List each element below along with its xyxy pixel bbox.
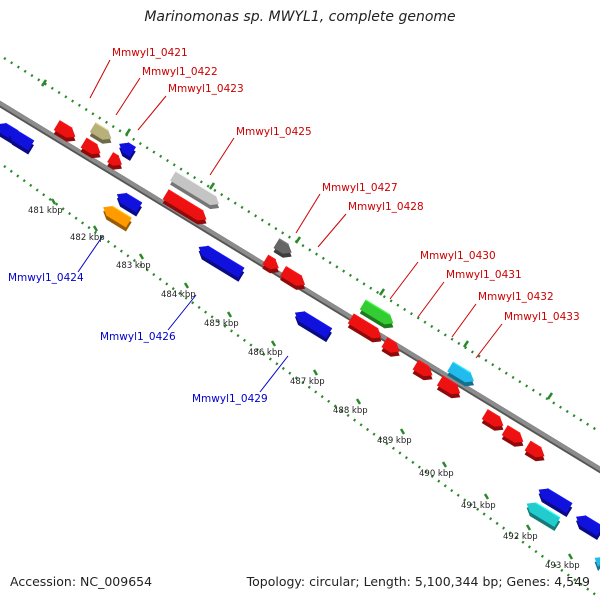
kbp-label: 485 kbp [204, 319, 239, 329]
leader-line-0431 [417, 281, 445, 318]
kbp-tick-mark [441, 461, 448, 468]
gene-label-0423[interactable]: Mmwyl1_0423 [168, 83, 244, 95]
leader-line-0429 [259, 355, 289, 393]
kbp-tick-mark [355, 398, 362, 405]
kbp-label: 484 kbp [161, 290, 196, 300]
gene-0426[interactable] [198, 245, 245, 282]
gene-0429[interactable] [294, 311, 333, 343]
gene-left-blue[interactable] [8, 130, 35, 155]
gene-label-0425[interactable]: Mmwyl1_0425 [236, 126, 312, 138]
gene-label-0432[interactable]: Mmwyl1_0432 [478, 291, 554, 303]
gene-label-0427[interactable]: Mmwyl1_0427 [322, 182, 398, 194]
gene-0428[interactable] [262, 254, 279, 274]
leader-line-0424 [77, 236, 103, 273]
kbp-tick-mark [226, 311, 233, 318]
gene-0422[interactable] [89, 122, 112, 144]
gene-red-g[interactable] [501, 425, 524, 447]
leader-line-0422 [115, 77, 141, 116]
gene-0430[interactable] [359, 299, 394, 329]
gene-label-0426[interactable]: Mmwyl1_0426 [100, 331, 176, 343]
kbp-tick-mark [92, 225, 99, 232]
tick-dash [40, 79, 48, 87]
tick-dash [378, 288, 386, 296]
label-leader-lines [77, 59, 503, 393]
gene-label-0424[interactable]: Mmwyl1_0424 [8, 272, 84, 284]
gene-blue-a[interactable] [119, 142, 137, 161]
gene-0427[interactable] [273, 238, 292, 258]
gene-label-0421[interactable]: Mmwyl1_0421 [112, 47, 188, 59]
kbp-tick-mark [399, 428, 406, 435]
kbp-tick-mark [483, 493, 490, 500]
tick-dash [208, 182, 216, 190]
leader-line-0433 [475, 323, 503, 359]
gene-blue-d[interactable] [576, 515, 600, 540]
kbp-tick-mark [270, 340, 277, 347]
kbp-label: 487 kbp [290, 377, 325, 387]
gene-label-0422[interactable]: Mmwyl1_0422 [142, 66, 218, 78]
gene-blue-b[interactable] [116, 192, 143, 217]
tick-dash [462, 340, 470, 348]
kbp-label: 486 kbp [248, 348, 283, 358]
kbp-label: 481 kbp [28, 206, 63, 216]
gene-features [0, 120, 600, 571]
tick-dash [546, 392, 554, 400]
gene-0423[interactable] [107, 152, 122, 170]
kbp-tick-mark [525, 524, 532, 531]
leader-line-0423 [137, 95, 167, 131]
kbp-label: 482 kbp [70, 233, 105, 243]
leader-line-0421 [89, 59, 111, 99]
leader-line-0430 [389, 261, 419, 300]
gene-label-0429[interactable]: Mmwyl1_0429 [192, 393, 268, 405]
gene-cyan[interactable] [526, 502, 561, 532]
gene-label-0431[interactable]: Mmwyl1_0431 [446, 269, 522, 281]
gene-blue-c[interactable] [538, 488, 573, 518]
gene-labels: Mmwyl1_0421Mmwyl1_0422Mmwyl1_0423Mmwyl1_… [8, 47, 580, 405]
leader-line-0432 [451, 303, 477, 338]
gene-0431[interactable] [347, 313, 382, 343]
lower-dotted-line [3, 164, 600, 600]
leader-line-0425 [209, 137, 235, 176]
tick-dash [294, 236, 302, 244]
kbp-label: 490 kbp [419, 469, 454, 479]
gene-0421[interactable] [53, 120, 76, 142]
gene-red-a[interactable] [80, 137, 101, 159]
genome-stats-text: Topology: circular; Length: 5,100,344 bp… [246, 574, 590, 589]
leader-line-0427 [295, 193, 321, 234]
kbp-label: 491 kbp [461, 501, 496, 511]
kbp-tick-mark [50, 198, 57, 205]
gene-red-c[interactable] [280, 266, 306, 290]
gene-0425[interactable] [170, 170, 220, 210]
gene-0433[interactable] [447, 361, 474, 387]
kbp-tick-mark [567, 553, 574, 560]
kbp-tick-mark [138, 253, 145, 260]
kbp-label: 493 kbp [545, 561, 580, 571]
leader-line-0428 [317, 213, 347, 248]
gene-red-d[interactable] [381, 337, 400, 357]
gene-edge-right[interactable] [594, 557, 600, 571]
upper-dotted-line [3, 56, 600, 434]
gene-red-h[interactable] [524, 440, 545, 462]
kbp-label: 488 kbp [333, 406, 368, 416]
tick-dashes [40, 79, 554, 400]
gene-label-0428[interactable]: Mmwyl1_0428 [348, 201, 424, 213]
kbp-tick-mark [183, 282, 190, 289]
gene-red-e[interactable] [436, 375, 461, 399]
kbp-scale-labels: 481 kbp 482 kbp 483 kbp 484 kbp 485 kbp 486 k… [28, 198, 580, 571]
gene-red-b[interactable] [162, 189, 207, 225]
gene-0432[interactable] [412, 359, 433, 381]
map-title: Marinomonas sp. MWYL1, complete genome [144, 9, 456, 25]
tick-dot-lines [3, 56, 600, 600]
tick-dash [124, 128, 132, 136]
gene-red-f[interactable] [481, 409, 504, 431]
kbp-label: 489 kbp [377, 436, 412, 446]
accession-text: Accession: NC_009654 [10, 574, 153, 589]
gene-label-0433[interactable]: Mmwyl1_0433 [504, 311, 580, 323]
gene-label-0430[interactable]: Mmwyl1_0430 [420, 250, 496, 262]
kbp-tick-mark [312, 369, 319, 376]
kbp-label: 492 kbp [503, 532, 538, 542]
gene-0424[interactable] [103, 205, 132, 232]
kbp-label: 483 kbp [116, 261, 151, 271]
leader-line-0426 [167, 294, 197, 331]
